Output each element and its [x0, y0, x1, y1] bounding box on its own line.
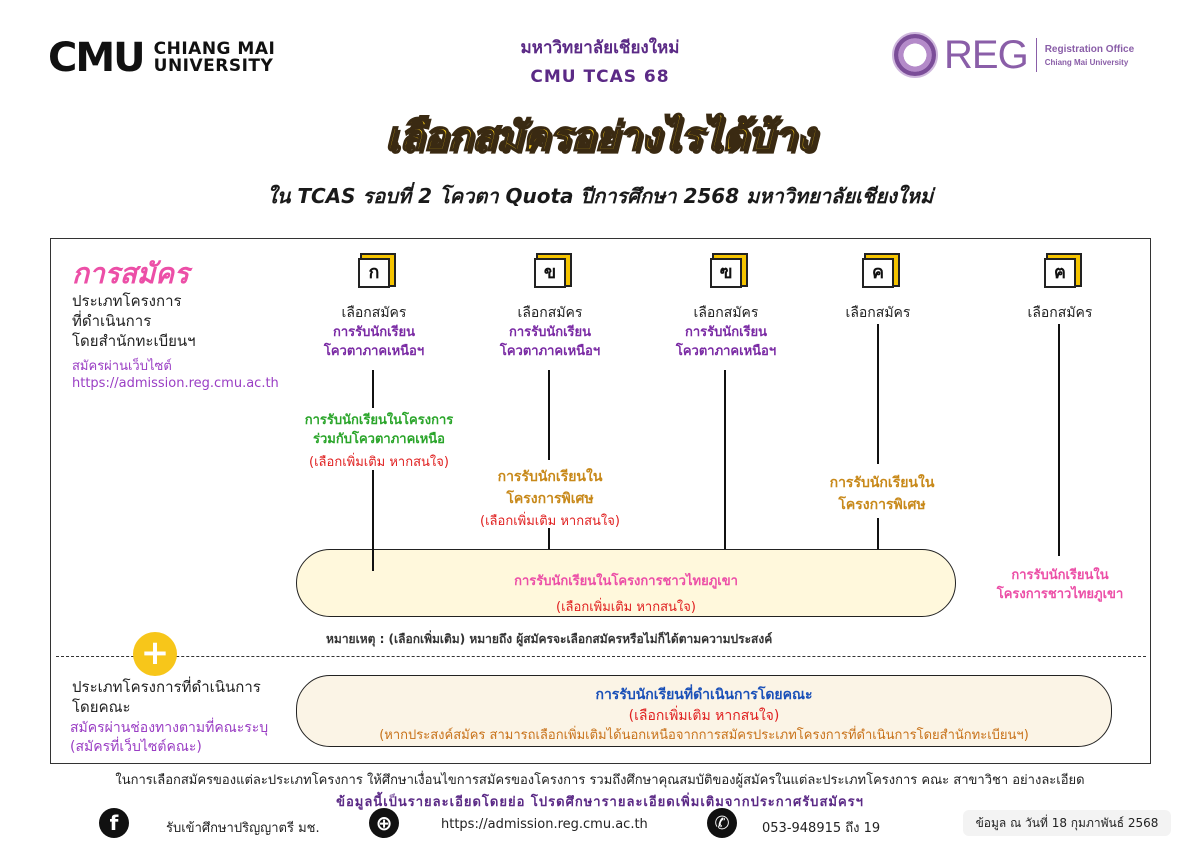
special-program-line: โครงการพิเศษ	[506, 491, 594, 507]
hill-tribe-program-label: การรับนักเรียนในโครงการชาวไทยภูเขา	[514, 574, 738, 589]
cmu-logo-mark: CMU	[48, 35, 146, 81]
joint-program-label: การรับนักเรียนในโครงการ ร่วมกับโควตาภาคเ…	[274, 411, 484, 449]
faculty-apply-line: สมัครผ่านช่องทางตามที่คณะระบุ	[70, 720, 269, 736]
plus-icon: +	[133, 632, 177, 676]
registry-type-text: ประเภทโครงการ ที่ดำเนินการ โดยสำนักทะเบี…	[72, 291, 196, 351]
globe-icon[interactable]: ⊕	[369, 808, 399, 838]
program-line: การรับนักเรียน	[508, 325, 592, 340]
section-divider	[56, 656, 1146, 657]
footer-instruction: ในการเลือกสมัครของแต่ละประเภทโครงการ ให้…	[115, 773, 1085, 788]
reg-logo-divider	[1035, 38, 1037, 72]
phone-number[interactable]: 053-948915 ถึง 19	[762, 821, 881, 836]
column-e-line	[1058, 324, 1060, 556]
column-a-line-top	[372, 370, 374, 408]
footer-disclaimer: ข้อมูลนี้เป็นรายละเอียดโดยย่อ โปรดศึกษาร…	[336, 795, 864, 810]
faculty-apply-line: (สมัครที่เว็บไซต์คณะ)	[70, 739, 202, 755]
column-d-line-bottom	[877, 518, 879, 562]
reg-logo-sub-2: Chiang Mai University	[1044, 57, 1129, 67]
column-b-line-bottom	[548, 528, 550, 568]
reg-logo-word: REG	[944, 32, 1029, 77]
registry-type-line: โดยสำนักทะเบียนฯ	[72, 332, 196, 350]
cmu-logo-text-2: UNIVERSITY	[153, 56, 274, 76]
website-link[interactable]: https://admission.reg.cmu.ac.th	[441, 817, 648, 832]
reg-logo: REG Registration Office Chiang Mai Unive…	[892, 32, 1134, 78]
column-letter-a: ก	[358, 258, 390, 288]
registry-apply-via: สมัครผ่านเว็บไซต์ https://admission.reg.…	[72, 358, 279, 392]
column-letter-b: ข	[534, 258, 566, 288]
cmu-logo-text: CHIANG MAI UNIVERSITY	[154, 41, 276, 75]
cmu-logo: CMU CHIANG MAI UNIVERSITY	[48, 35, 276, 81]
column-b-label: เลือกสมัคร	[517, 305, 583, 321]
program-line: การรับนักเรียน	[684, 325, 768, 340]
faculty-type-line: ประเภทโครงการที่ดำเนินการ	[72, 678, 261, 696]
page-title: เลือกสมัครอย่างไรได้บ้าง	[384, 113, 816, 161]
joint-program-line: การรับนักเรียนในโครงการ	[304, 413, 454, 428]
header-center: มหาวิทยาลัยเชียงใหม่ CMU TCAS 68	[420, 34, 780, 87]
remark-note: หมายเหตุ : (เลือกเพิ่มเติม) หมายถึง ผู้ส…	[326, 632, 773, 646]
faculty-type-line: โดยคณะ	[72, 698, 131, 716]
faculty-program-label: การรับนักเรียนที่ดำเนินการโดยคณะ	[595, 687, 813, 703]
special-program-line: โครงการพิเศษ	[838, 497, 926, 513]
column-c-label: เลือกสมัคร	[693, 305, 759, 321]
program-line: โควตาภาคเหนือฯ	[499, 344, 601, 359]
faculty-type-text: ประเภทโครงการที่ดำเนินการ โดยคณะ	[72, 677, 261, 717]
column-letter-e: ฅ	[1044, 258, 1076, 288]
special-program-optional-b: (เลือกเพิ่มเติม หากสนใจ)	[480, 514, 620, 529]
special-program-line: การรับนักเรียนใน	[497, 469, 603, 485]
hill-tribe-program-e: การรับนักเรียนใน โครงการชาวไทยภูเขา	[962, 566, 1158, 604]
special-program-label-b: การรับนักเรียนใน โครงการพิเศษ	[450, 466, 650, 510]
column-a-label: เลือกสมัคร	[341, 305, 407, 321]
program-line: โควตาภาคเหนือฯ	[675, 344, 777, 359]
column-d-label: เลือกสมัคร	[845, 305, 911, 321]
column-d-line-top	[877, 324, 879, 464]
joint-program-optional: (เลือกเพิ่มเติม หากสนใจ)	[309, 455, 449, 470]
cmu-logo-text-1: CHIANG MAI	[153, 39, 276, 59]
faculty-program-pill	[296, 675, 1112, 747]
university-seal-icon	[892, 32, 938, 78]
tcas-label: CMU TCAS 68	[530, 67, 670, 87]
joint-program-line: ร่วมกับโควตาภาคเหนือ	[313, 432, 445, 447]
column-letter-c: ฃ	[710, 258, 742, 288]
column-c-program: การรับนักเรียน โควตาภาคเหนือฯ	[636, 323, 816, 361]
column-b-line-top	[548, 370, 550, 460]
hill-tribe-optional: (เลือกเพิ่มเติม หากสนใจ)	[556, 600, 696, 615]
column-letter-d: ค	[862, 258, 894, 288]
registry-type-line: ที่ดำเนินการ	[72, 312, 152, 330]
apply-via-label: สมัครผ่านเว็บไซต์	[72, 359, 172, 374]
registry-type-line: ประเภทโครงการ	[72, 292, 182, 310]
column-b-program: การรับนักเรียน โควตาภาคเหนือฯ	[460, 323, 640, 361]
reg-logo-sub-1: Registration Office	[1044, 43, 1135, 55]
apply-heading: การสมัคร	[72, 257, 190, 290]
faculty-program-optional: (เลือกเพิ่มเติม หากสนใจ)	[628, 708, 780, 724]
phone-icon[interactable]: ✆	[707, 808, 737, 838]
program-line: โควตาภาคเหนือฯ	[323, 344, 425, 359]
special-program-label-d: การรับนักเรียนใน โครงการพิเศษ	[784, 472, 980, 516]
column-a-line-bottom	[372, 470, 374, 570]
main-diagram-box	[50, 238, 1151, 764]
hill-tribe-line: โครงการชาวไทยภูเขา	[996, 587, 1124, 602]
hill-tribe-pill	[296, 549, 956, 617]
faculty-program-extra-note: (หากประสงค์สมัคร สามารถเลือกเพิ่มเติมได้…	[379, 728, 1029, 743]
facebook-page-link[interactable]: รับเข้าศึกษาปริญญาตรี มช.	[166, 821, 320, 836]
registry-url-link[interactable]: https://admission.reg.cmu.ac.th	[72, 376, 279, 391]
page-subtitle: ใน TCAS รอบที่ 2 โควตา Quota ปีการศึกษา …	[266, 184, 934, 208]
program-line: การรับนักเรียน	[332, 325, 416, 340]
faculty-apply-via: สมัครผ่านช่องทางตามที่คณะระบุ (สมัครที่เ…	[70, 719, 268, 757]
data-date-badge: ข้อมูล ณ วันที่ 18 กุมภาพันธ์ 2568	[963, 810, 1171, 836]
hill-tribe-line: การรับนักเรียนใน	[1011, 568, 1109, 583]
column-c-line	[724, 370, 726, 562]
column-a-line-into-pill	[372, 549, 374, 571]
reg-logo-subtext: Registration Office Chiang Mai Universit…	[1045, 44, 1134, 67]
special-program-line: การรับนักเรียนใน	[829, 475, 935, 491]
column-a-program: การรับนักเรียน โควตาภาคเหนือฯ	[284, 323, 464, 361]
facebook-icon[interactable]: f	[99, 808, 129, 838]
university-name-thai: มหาวิทยาลัยเชียงใหม่	[520, 38, 680, 58]
column-e-label: เลือกสมัคร	[1027, 305, 1093, 321]
